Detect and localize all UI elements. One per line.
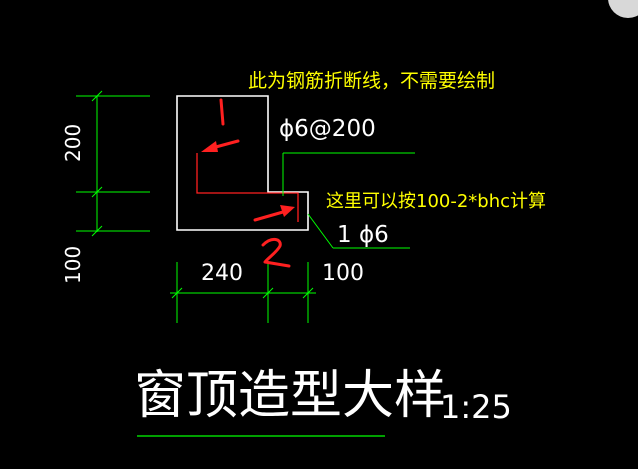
markup-arrow-two (253, 205, 295, 222)
horizontal-dimension (170, 262, 316, 323)
dim-height-upper: 200 (61, 124, 85, 162)
drawing-title: 窗顶造型大样 (134, 366, 446, 426)
markup-arrow-one (201, 139, 240, 152)
rebar-break-line (196, 153, 299, 222)
markup-two (261, 238, 291, 268)
dim-width-right: 100 (322, 261, 364, 286)
markup-one (219, 98, 225, 126)
close-icon (608, 0, 638, 18)
vertical-dimension (76, 90, 150, 237)
rebar-label-bar: 1 ϕ6 (337, 222, 389, 248)
rebar-label-stirrup: ϕ6@200 (279, 116, 376, 142)
drawing-scale: 1:25 (440, 388, 512, 426)
dim-width-left: 240 (201, 261, 243, 286)
corner-close-button[interactable] (608, 0, 638, 18)
section-outline (176, 95, 309, 231)
leader-lines (282, 152, 415, 249)
note-break-line: 此为钢筋折断线，不需要绘制 (248, 70, 495, 92)
dim-height-lower: 100 (61, 246, 85, 284)
note-calc-hint: 这里可以按100-2*bhc计算 (326, 191, 546, 212)
